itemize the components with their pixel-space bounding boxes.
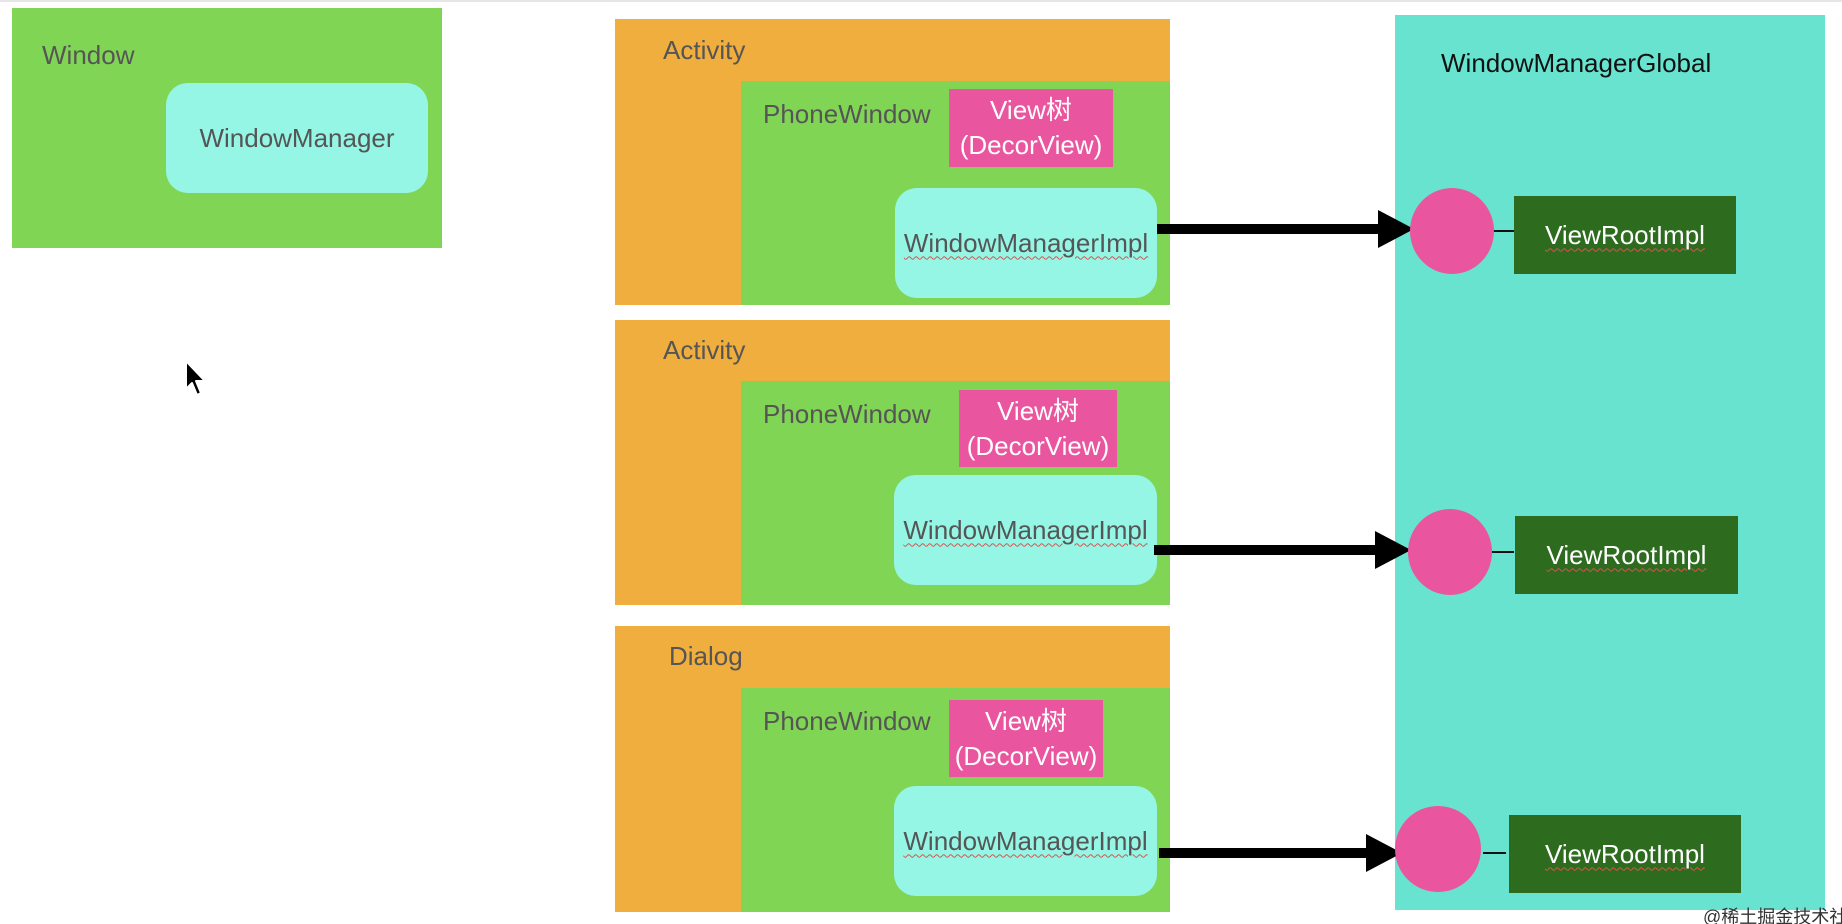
root-node-circle-1 [1410, 188, 1494, 274]
arrow-2-head [1375, 531, 1411, 569]
phone-window-1: PhoneWindow View树 (DecorView) WindowMana… [741, 81, 1170, 305]
view-tree-line2: (DecorView) [954, 740, 1098, 771]
view-tree-box-3: View树 (DecorView) [949, 700, 1103, 777]
window-manager-impl-label-1: WindowManagerImpl [903, 227, 1149, 258]
window-manager-impl-label-3: WindowManagerImpl [903, 825, 1148, 856]
activity-container-1: Activity PhoneWindow View树 (DecorView) W… [615, 19, 1170, 305]
connector-2 [1492, 551, 1514, 553]
phone-window-label-3: PhoneWindow [763, 706, 931, 736]
root-node-circle-3 [1395, 806, 1481, 892]
window-manager-impl-label-2: WindowManagerImpl [903, 514, 1148, 545]
arrow-2-shaft [1154, 545, 1382, 555]
view-tree-line1: View树 [997, 395, 1079, 426]
phone-window-3: PhoneWindow View树 (DecorView) WindowMana… [741, 688, 1170, 912]
view-root-impl-label-3: ViewRootImpl [1545, 838, 1705, 869]
phone-window-2: PhoneWindow View树 (DecorView) WindowMana… [741, 381, 1170, 605]
window-manager-box: WindowManager [166, 83, 428, 193]
view-root-impl-2: ViewRootImpl [1515, 516, 1738, 594]
dialog-container: Dialog PhoneWindow View树 (DecorView) Win… [615, 626, 1170, 912]
window-manager-global-box: WindowManagerGlobal [1395, 15, 1825, 910]
mouse-cursor-icon [185, 360, 206, 396]
view-tree-line2: (DecorView) [959, 130, 1103, 160]
view-root-impl-label-1: ViewRootImpl [1545, 219, 1705, 250]
top-border [0, 0, 1842, 2]
view-tree-box-2: View树 (DecorView) [959, 390, 1117, 467]
view-tree-line1: View树 [985, 705, 1067, 736]
view-root-impl-1: ViewRootImpl [1514, 196, 1736, 274]
window-manager-impl-box-3: WindowManagerImpl [894, 786, 1157, 896]
activity-title-1: Activity [663, 35, 746, 65]
root-node-circle-2 [1408, 509, 1492, 595]
connector-1 [1494, 230, 1514, 232]
view-root-impl-label-2: ViewRootImpl [1546, 539, 1707, 570]
phone-window-label-2: PhoneWindow [763, 399, 931, 429]
window-manager-label: WindowManager [199, 122, 395, 153]
window-manager-global-title: WindowManagerGlobal [1441, 48, 1712, 78]
phone-window-label-1: PhoneWindow [763, 99, 931, 129]
window-manager-impl-box-2: WindowManagerImpl [894, 475, 1157, 585]
arrow-1-head [1378, 210, 1414, 248]
window-box: Window WindowManager [12, 8, 442, 248]
activity-container-2: Activity PhoneWindow View树 (DecorView) W… [615, 320, 1170, 605]
view-tree-line2: (DecorView) [966, 430, 1110, 461]
view-root-impl-3: ViewRootImpl [1509, 815, 1741, 893]
window-manager-impl-box-1: WindowManagerImpl [895, 188, 1157, 298]
view-tree-box-1: View树 (DecorView) [949, 89, 1113, 167]
activity-title-2: Activity [663, 335, 746, 365]
arrow-3-shaft [1159, 848, 1373, 858]
window-title: Window [42, 40, 135, 70]
watermark-text: @稀土掘金技术社区 [1703, 907, 1842, 924]
view-tree-line1: View树 [990, 95, 1072, 125]
connector-3 [1483, 852, 1506, 854]
dialog-title: Dialog [669, 641, 743, 671]
arrow-1-shaft [1157, 224, 1385, 234]
